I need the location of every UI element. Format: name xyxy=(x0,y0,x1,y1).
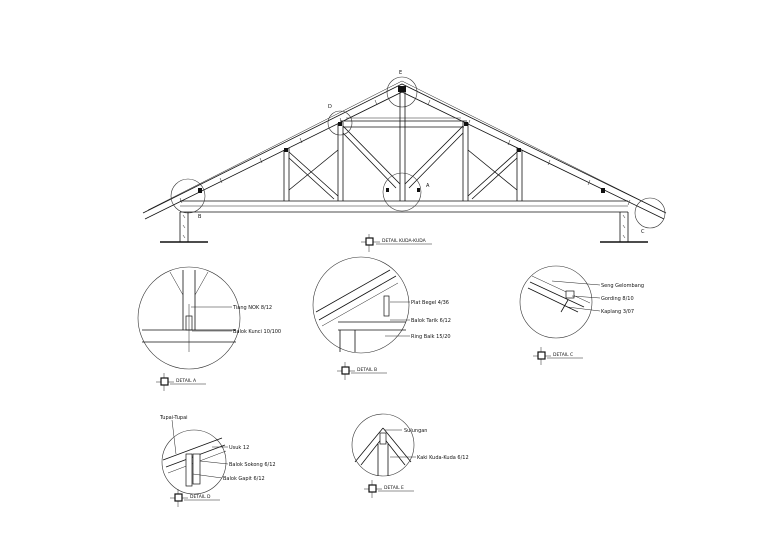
detail-e-title-symbol xyxy=(364,480,414,498)
detail-c-label-3: Kaplang 3/07 xyxy=(601,309,634,315)
detail-d-title-symbol xyxy=(170,489,220,507)
detail-e-title: DETAIL E xyxy=(384,485,404,491)
main-title-symbol xyxy=(361,234,432,252)
main-title: DETAIL KUDA-KUDA xyxy=(382,238,427,244)
detail-e-label-1: Sulungan xyxy=(404,428,427,434)
detail-d-label-4: Balok Gapit 6/12 xyxy=(223,476,265,482)
detail-d-label-3: Balok Sokong 6/12 xyxy=(229,462,276,468)
detail-e-label-2: Kaki Kuda-Kuda 6/12 xyxy=(417,455,469,461)
roof-truss-elevation xyxy=(142,76,667,243)
marker-b: B xyxy=(198,214,202,220)
detail-c-drawing xyxy=(519,265,601,339)
detail-b-title: DETAIL B xyxy=(357,367,377,373)
marker-c: C xyxy=(641,229,645,235)
detail-c-label-1: Seng Gelombang xyxy=(601,283,644,289)
detail-a-title-symbol xyxy=(156,373,206,391)
detail-b-label-3: Ring Balk 15/20 xyxy=(411,334,451,340)
detail-c-title-symbol xyxy=(533,347,583,365)
detail-b-drawing xyxy=(312,256,410,354)
detail-d-label-1: Tupai-Tupai xyxy=(159,415,188,421)
detail-d-drawing xyxy=(161,419,229,495)
detail-e-drawing xyxy=(351,413,416,477)
detail-c-label-2: Gording 8/10 xyxy=(601,296,634,302)
detail-d-label-2: Usuk 12 xyxy=(229,445,249,451)
detail-a-drawing xyxy=(137,266,241,370)
detail-b-label-1: Plat Begel 4/36 xyxy=(411,300,449,306)
detail-a-label-2: Balok Kunci 10/100 xyxy=(233,329,281,335)
marker-a: A xyxy=(426,183,430,189)
detail-d-title: DETAIL D xyxy=(190,494,211,500)
detail-a-title: DETAIL A xyxy=(176,378,197,384)
detail-b-title-symbol xyxy=(337,362,387,380)
detail-b-label-2: Balok Tarik 6/12 xyxy=(411,318,451,324)
marker-d: D xyxy=(328,104,332,110)
detail-a-label-1: Tiang NOK 8/12 xyxy=(232,305,272,311)
detail-c-title: DETAIL C xyxy=(553,352,573,358)
marker-e: E xyxy=(399,70,402,76)
